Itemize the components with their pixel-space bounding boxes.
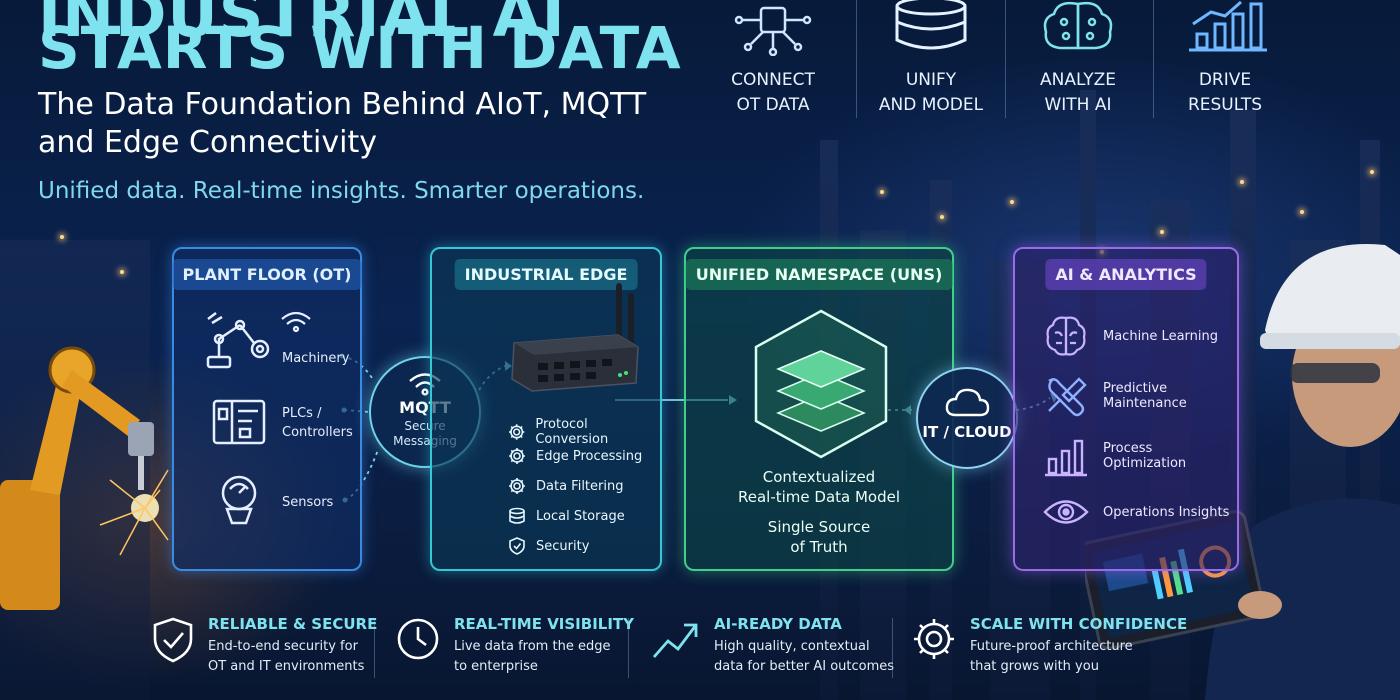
- edge-item-label: Local Storage: [536, 508, 625, 524]
- shield-check-icon: [153, 617, 193, 663]
- step-drive-line2: RESULTS: [1187, 95, 1263, 115]
- benefit-desc-line2: to enterprise: [454, 659, 538, 674]
- edge-item-local-storage: Local Storage: [508, 507, 625, 525]
- step-unify: UNIFY AND MODEL: [856, 0, 1006, 118]
- ai-item-process-optimization: Process Optimization: [1043, 435, 1237, 477]
- plant-floor-panel: PLANT FLOOR (OT) Machinery PLCs / Contro…: [172, 247, 362, 571]
- edge-item-data-filtering: Data Filtering: [508, 477, 623, 495]
- ai-item-operations-insights: Operations Insights: [1043, 491, 1229, 533]
- eye-icon: [1043, 500, 1089, 524]
- step-drive: DRIVE RESULTS: [1150, 0, 1300, 118]
- benefit-title: SCALE WITH CONFIDENCE: [970, 615, 1188, 633]
- ai-analytics-panel: AI & ANALYTICS Machine Learning Predicti…: [1013, 247, 1239, 571]
- ai-item-label: Machine Learning: [1103, 328, 1218, 344]
- benefit-divider: [628, 618, 629, 678]
- growth-chart-icon: [1189, 0, 1267, 52]
- uns-line3: Single Source: [767, 518, 871, 536]
- benefit-title: AI-READY DATA: [714, 615, 842, 633]
- gear-icon: [509, 478, 525, 494]
- data-layers-icon: [754, 309, 888, 459]
- gear-icon: [509, 448, 525, 464]
- database-icon: [895, 0, 967, 50]
- bar-chart-icon: [1045, 439, 1087, 477]
- gear-icon: [914, 619, 954, 659]
- benefit-desc-line1: Future-proof architecture: [970, 639, 1133, 654]
- gear-icon: [508, 424, 525, 440]
- ai-item-label: Predictive Maintenance: [1103, 381, 1187, 411]
- ai-item-label: Process Optimization: [1103, 441, 1187, 471]
- ai-item-label: Operations Insights: [1103, 504, 1230, 520]
- ai-item-predictive-maintenance: Predictive Maintenance: [1043, 375, 1237, 417]
- benefit-reliable-secure: RELIABLE & SECURE End-to-end security fo…: [152, 615, 377, 677]
- ot-item-machinery: Machinery: [282, 351, 350, 366]
- ot-item-plcs: PLCs / Controllers: [282, 406, 353, 440]
- benefit-desc-line1: High quality, contextual: [714, 639, 870, 654]
- step-drive-line1: DRIVE: [1198, 70, 1252, 90]
- title-line-2: STARTS WITH DATA: [38, 14, 682, 82]
- step-divider: [856, 0, 857, 118]
- ot-item-sensors: Sensors: [282, 495, 334, 510]
- step-connect-line1: CONNECT: [731, 70, 815, 90]
- step-connect: CONNECT OT DATA: [698, 0, 848, 118]
- step-unify-line1: UNIFY: [905, 70, 957, 90]
- edge-item-label: Edge Processing: [536, 448, 643, 464]
- it-cloud-node: IT / CLOUD: [916, 367, 1018, 469]
- edge-item-label: Protocol Conversion: [535, 417, 609, 447]
- edge-gateway-icon: [511, 283, 639, 392]
- trend-arrow-icon: [652, 623, 698, 658]
- benefit-divider: [374, 618, 375, 678]
- plant-floor-title: PLANT FLOOR (OT): [172, 259, 362, 290]
- step-analyze: ANALYZE WITH AI: [1003, 0, 1153, 118]
- subtitle: The Data Foundation Behind AIoT, MQTT an…: [38, 87, 647, 160]
- clock-icon: [397, 618, 439, 660]
- step-unify-line2: AND MODEL: [878, 95, 984, 115]
- sensor-icon: [221, 475, 257, 525]
- benefit-divider: [892, 618, 893, 678]
- edge-item-edge-processing: Edge Processing: [508, 447, 642, 465]
- edge-item-protocol-conversion: Protocol Conversion: [508, 417, 660, 447]
- benefit-desc-line2: OT and IT environments: [208, 659, 365, 674]
- benefit-title: RELIABLE & SECURE: [208, 615, 378, 633]
- database-icon: [509, 507, 525, 524]
- robot-arm-icon: [206, 312, 270, 369]
- benefit-desc-line2: data for better AI outcomes: [714, 659, 895, 674]
- tagline: Unified data. Real-time insights. Smarte…: [38, 178, 645, 204]
- brain-icon: [1046, 316, 1086, 356]
- wifi-icon: [281, 311, 311, 333]
- step-analyze-line1: ANALYZE: [1040, 70, 1116, 90]
- step-analyze-line2: WITH AI: [1044, 95, 1112, 115]
- edge-item-label: Data Filtering: [536, 478, 624, 494]
- step-connect-line2: OT DATA: [736, 95, 810, 115]
- step-divider: [1153, 0, 1154, 118]
- title-line-1: INDUSTRIAL AI: [38, 0, 566, 51]
- uns-line4: of Truth: [790, 538, 848, 556]
- uns-line2: Real-time Data Model: [737, 488, 901, 506]
- ai-analytics-title: AI & ANALYTICS: [1045, 259, 1207, 290]
- network-chip-icon: [734, 6, 812, 56]
- uns-line1: Contextualized: [762, 468, 876, 486]
- benefit-title: REAL-TIME VISIBILITY: [454, 615, 635, 633]
- industrial-edge-title: INDUSTRIAL EDGE: [454, 259, 638, 290]
- ai-item-machine-learning: Machine Learning: [1043, 315, 1218, 357]
- benefit-real-time-visibility: REAL-TIME VISIBILITY Live data from the …: [396, 615, 634, 677]
- benefit-ai-ready-data: AI-READY DATA High quality, contextual da…: [652, 615, 894, 677]
- benefit-desc-line1: Live data from the edge: [454, 639, 611, 654]
- it-cloud-label: IT / CLOUD: [922, 423, 1012, 441]
- robot-arm-illustration: [0, 346, 169, 610]
- benefit-scale-with-confidence: SCALE WITH CONFIDENCE Future-proof archi…: [912, 615, 1187, 677]
- cloud-icon: [945, 388, 990, 417]
- plc-icon: [212, 399, 266, 445]
- brain-circuit-icon: [1043, 1, 1113, 50]
- wrench-icon: [1048, 377, 1087, 417]
- step-divider: [1005, 0, 1006, 118]
- edge-item-security: Security: [508, 537, 589, 555]
- uns-panel: UNIFIED NAMESPACE (UNS) Contextualized R…: [684, 247, 954, 571]
- uns-title: UNIFIED NAMESPACE (UNS): [685, 259, 953, 290]
- industrial-edge-panel: INDUSTRIAL EDGE Protocol Conversion Edge…: [430, 247, 662, 571]
- shield-icon: [509, 537, 525, 555]
- benefit-desc-line2: that grows with you: [970, 659, 1099, 674]
- benefit-desc-line1: End-to-end security for: [208, 639, 358, 654]
- edge-item-label: Security: [536, 538, 590, 554]
